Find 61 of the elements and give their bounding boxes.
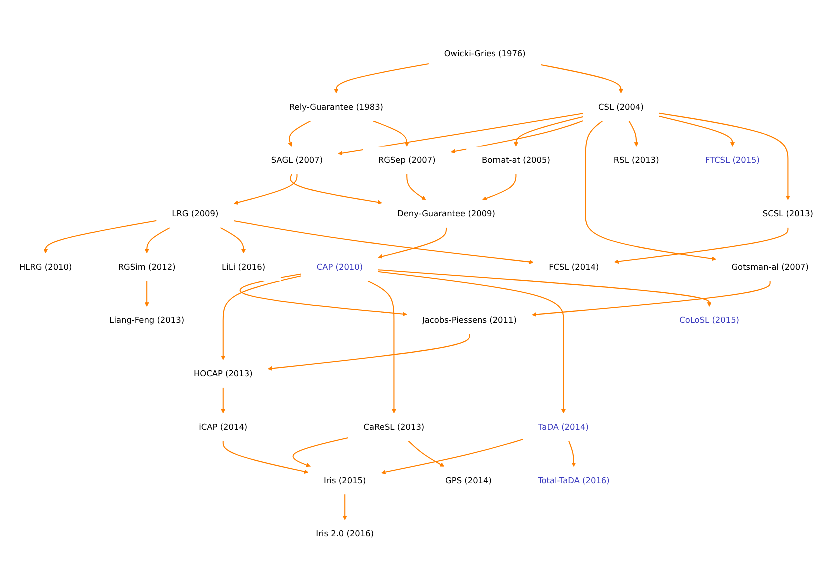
node-text: SAGL (2007) xyxy=(271,156,324,166)
node-text: FTCSL (2015) xyxy=(705,156,760,166)
node-text: iCAP (2014) xyxy=(199,422,248,432)
arrow xyxy=(234,220,534,264)
arrow xyxy=(532,281,771,317)
node-text: HLRG (2010) xyxy=(19,262,72,272)
arrow xyxy=(288,120,312,147)
node-text: Total-TaDA (2016) xyxy=(538,476,610,486)
node-text: Rely-Guarantee (1983) xyxy=(289,102,384,112)
arrow xyxy=(659,112,790,200)
arrow xyxy=(268,334,470,371)
arrow xyxy=(221,388,226,414)
node-text: CAP (2010) xyxy=(316,262,364,272)
arrow xyxy=(378,228,448,259)
arrow xyxy=(222,441,309,474)
arrow xyxy=(240,274,408,317)
arrow xyxy=(44,220,157,254)
arrow xyxy=(514,116,584,147)
node-text: GPS (2014) xyxy=(446,476,492,486)
arrow xyxy=(144,281,150,308)
arrow xyxy=(372,120,410,147)
node-text: Iris (2015) xyxy=(324,476,366,486)
node-text: CoLoSL (2015) xyxy=(680,316,740,326)
node-text: RSL (2013) xyxy=(614,156,660,166)
node-text: CaReSL (2013) xyxy=(364,422,425,432)
arrow xyxy=(378,270,712,308)
arrow xyxy=(234,174,298,205)
arrow xyxy=(338,113,584,156)
node-text: Owicki-Gries (1976) xyxy=(444,48,526,59)
node-text: CSL (2004) xyxy=(598,102,644,112)
arrow xyxy=(451,120,584,154)
arrow xyxy=(406,174,426,200)
node-text: HOCAP (2013) xyxy=(194,368,253,379)
arrow xyxy=(221,276,302,360)
arrow xyxy=(541,64,624,94)
node-text: FCSL (2014) xyxy=(549,262,600,272)
arrow xyxy=(568,441,576,468)
node-text: Jacobs-Piessens (2011) xyxy=(422,316,517,326)
node-text: TaDA (2014) xyxy=(538,422,589,432)
arrow xyxy=(614,228,789,264)
arrow xyxy=(290,174,382,205)
node-text: Iris 2.0 (2016) xyxy=(316,528,374,539)
arrow xyxy=(628,120,639,147)
node-text: LRG (2009) xyxy=(172,208,219,219)
arrow xyxy=(482,174,517,201)
node-text: SCSL (2013) xyxy=(762,208,814,219)
arrow xyxy=(659,116,735,147)
arrow xyxy=(585,120,716,262)
node-text: Gotsman-al (2007) xyxy=(732,262,809,272)
node-text: Deny-Guarantee (2009) xyxy=(398,208,496,219)
arrow xyxy=(378,271,566,414)
arrow xyxy=(220,227,246,254)
arrow xyxy=(408,440,445,468)
arrow xyxy=(342,494,348,520)
arrow xyxy=(144,227,171,254)
node-text: Liang-Feng (2013) xyxy=(110,316,185,326)
arrow xyxy=(292,437,349,468)
arrow xyxy=(368,280,396,414)
arrow xyxy=(334,64,430,94)
node-text: RGSim (2012) xyxy=(118,262,176,272)
arrow xyxy=(381,439,524,475)
